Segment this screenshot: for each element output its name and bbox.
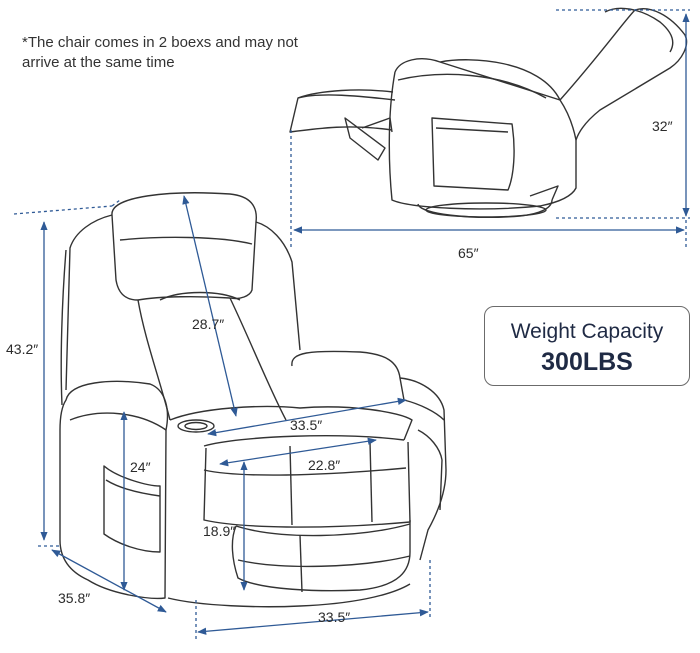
seat-width-inner-label: 22.8″ [308,457,340,473]
shipping-note-line-2: arrive at the same time [22,54,175,71]
total-height-label: 43.2″ [6,341,38,357]
base-width-label: 33.5″ [318,609,350,625]
shipping-note-line-1: *The chair comes in 2 boexs and may not [22,34,298,51]
reclined-chair-outline [289,7,688,218]
seat-width-outer-label: 33.5″ [290,417,322,433]
backrest-height-label: 28.7″ [192,316,224,332]
weight-capacity-label: Weight Capacity [510,320,664,343]
weight-capacity-box: Weight Capacity 300LBS [484,306,690,386]
seat-height-label: 18.9″ [203,523,235,539]
depth-label: 35.8″ [58,590,90,606]
reclined-height-label: 32″ [652,118,673,134]
front-chair-outline [59,192,447,608]
armrest-height-label: 24″ [130,459,151,475]
front-dimension-lines [13,195,431,640]
reclined-dimension-lines [290,9,690,248]
reclined-length-label: 65″ [458,245,479,261]
shipping-note: *The chair comes in 2 boexs and may not … [22,33,362,73]
weight-capacity-value: 300LBS [541,348,633,376]
